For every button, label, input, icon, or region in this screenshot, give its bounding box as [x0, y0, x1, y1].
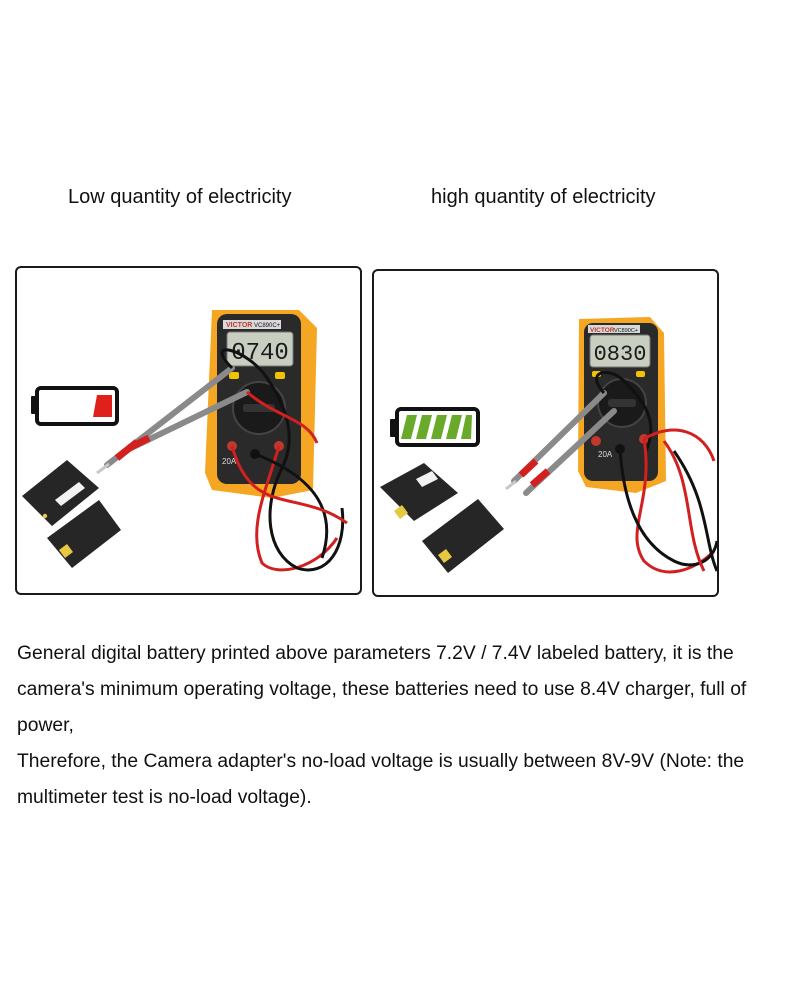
- battery-level-fill: [93, 395, 112, 417]
- explanation-paragraph-1: General digital battery printed above pa…: [17, 643, 747, 736]
- battery-low-icon: [31, 386, 119, 426]
- meter-brand: VICTOR: [590, 327, 615, 334]
- high-charge-photo-panel: VICTOR VC890C+ 0830 20A: [372, 269, 719, 597]
- battery-full-icon: [390, 407, 480, 447]
- meter-model: VC890C+: [254, 323, 281, 329]
- camera-battery-icon: [22, 460, 121, 568]
- meter-model: VC890C+: [614, 328, 638, 334]
- high-charge-caption: high quantity of electricity: [431, 186, 656, 208]
- meter-reading: 0830: [594, 342, 647, 367]
- explanation-paragraph-2: Therefore, the Camera adapter's no-load …: [17, 751, 745, 808]
- meter-range-label: 20A: [222, 457, 237, 466]
- low-charge-caption: Low quantity of electricity: [68, 186, 292, 208]
- low-charge-photo-panel: VICTOR VC890C+ 0740 20A: [15, 266, 362, 595]
- meter-range-label: 20A: [598, 450, 613, 459]
- multimeter-icon: VICTOR VC890C+ 0830 20A: [578, 317, 666, 493]
- meter-brand: VICTOR: [226, 322, 252, 329]
- explanation-text: General digital battery printed above pa…: [17, 636, 800, 816]
- probe-leads: [96, 348, 348, 572]
- camera-battery-icon: [380, 463, 504, 573]
- probe-leads: [505, 371, 717, 574]
